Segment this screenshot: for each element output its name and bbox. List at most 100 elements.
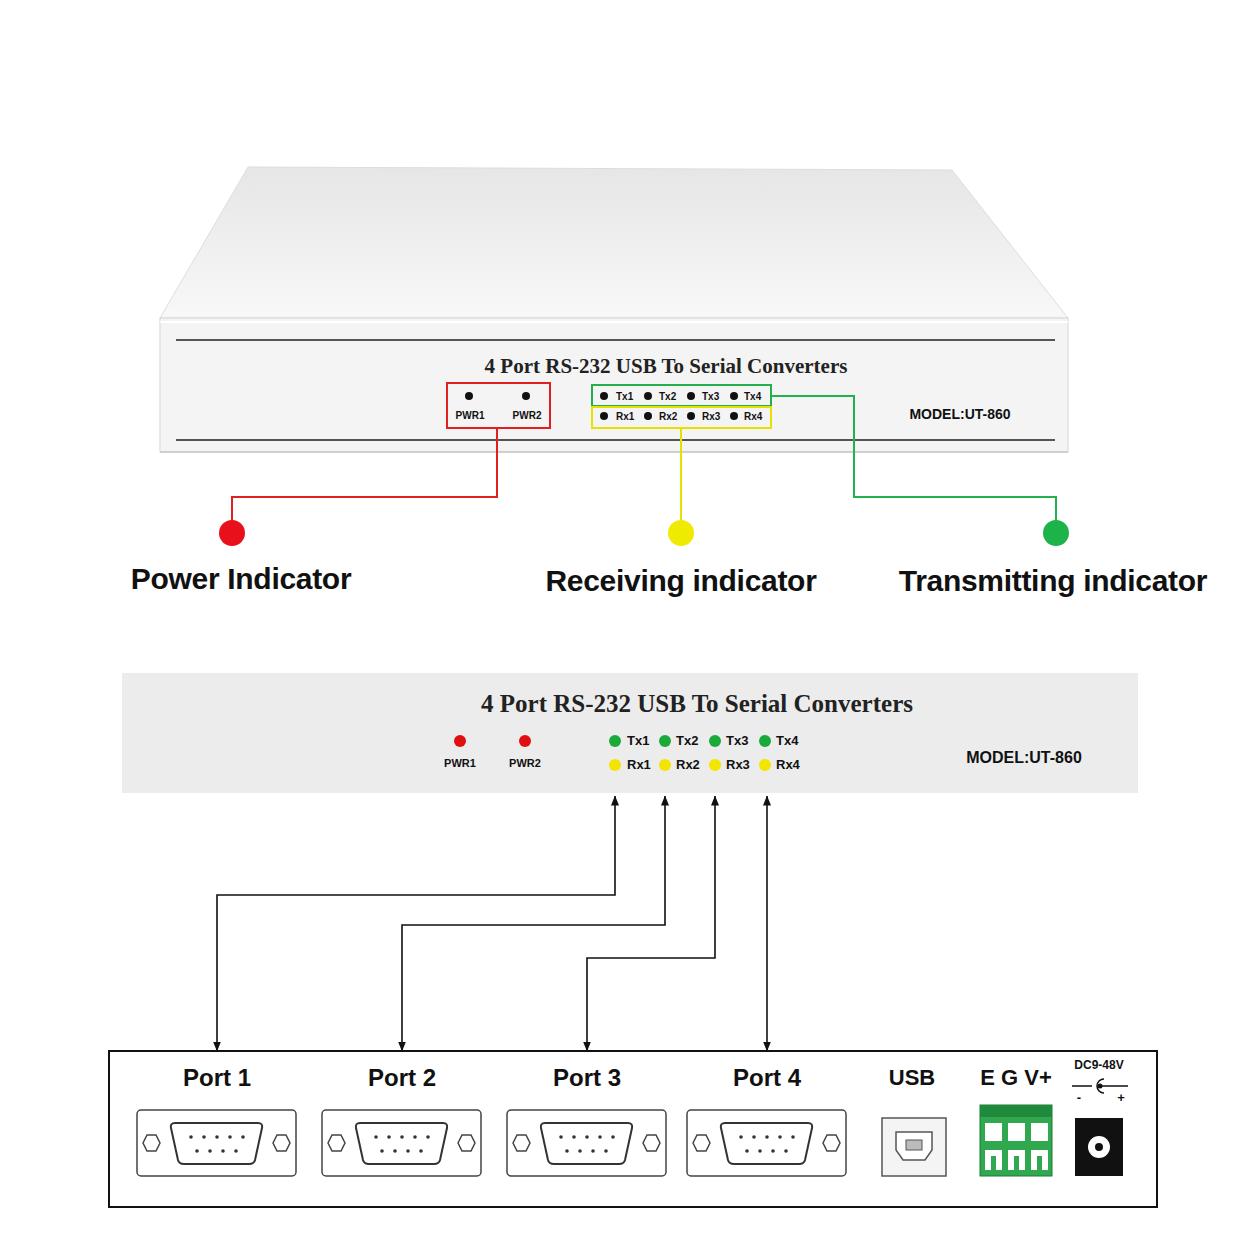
power-highlight-box [447, 383, 550, 428]
led [730, 412, 738, 420]
db9-connector [137, 1110, 296, 1176]
terminal-screw [1008, 1123, 1025, 1141]
led [659, 759, 671, 771]
leader-line [680, 428, 682, 522]
device-front-panel: 4 Port RS-232 USB To Serial ConvertersPW… [160, 322, 1068, 452]
polarity-symbol [1072, 1085, 1092, 1087]
panel-label: Rx3 [702, 411, 720, 422]
panel-label: Rx3 [726, 758, 750, 772]
callout-dot [1043, 520, 1069, 546]
rear-panel: Port 1 Port 2 Port 3 Port 4 USB E G V+ DC9-48V… [108, 1050, 1158, 1208]
led [644, 392, 652, 400]
led [759, 759, 771, 771]
panel-label: Tx1 [616, 391, 633, 402]
serial-port: Port 3 [507, 1052, 667, 1180]
panel-label: Rx1 [616, 411, 634, 422]
panel-label: MODEL:UT-860 [966, 749, 1082, 767]
callout-label: Transmitting indicator [899, 564, 1207, 597]
led [709, 735, 721, 747]
panel-label: Rx2 [659, 411, 677, 422]
callout-dot [668, 520, 694, 546]
panel-label: PWR1 [456, 410, 485, 421]
dc-jack-hole [1088, 1136, 1110, 1158]
polarity-symbol [1100, 1085, 1128, 1087]
led [687, 392, 695, 400]
device-front [160, 318, 1068, 452]
panel-label: Rx2 [676, 758, 700, 772]
connector-arrow [587, 796, 715, 1051]
panel-groove [176, 439, 1055, 441]
panel-label: - [1077, 1091, 1081, 1105]
node-label: USB [889, 1066, 935, 1090]
usb-tongue [906, 1140, 922, 1150]
node-label: 4 Port RS-232 USB To Serial Converters [481, 690, 913, 718]
panel-label: Tx3 [726, 734, 748, 748]
panel-label: Tx2 [659, 391, 676, 402]
db9-connector [687, 1110, 846, 1176]
panel-label: Tx4 [744, 391, 761, 402]
panel-label: Rx4 [744, 411, 762, 422]
serial-port: Port 4 [687, 1052, 847, 1180]
tx-highlight-box [592, 385, 771, 406]
panel-label: Tx3 [702, 391, 719, 402]
db9-connector [507, 1110, 666, 1176]
led [600, 392, 608, 400]
callout-label: Receiving indicator [545, 564, 816, 597]
terminal-top [980, 1105, 1052, 1117]
panel-label: Tx1 [627, 734, 649, 748]
serial-port: Port 2 [322, 1052, 482, 1180]
device-shadow [160, 451, 1068, 453]
usb-socket [896, 1132, 932, 1160]
led [609, 759, 621, 771]
connector-arrow [402, 796, 665, 1051]
led [709, 759, 721, 771]
node-label: Port 1 [183, 1065, 251, 1091]
led [687, 412, 695, 420]
callout-dot [219, 520, 245, 546]
terminal-slot [1008, 1150, 1025, 1170]
panel-label: Tx4 [776, 734, 798, 748]
panel-label: + [1117, 1091, 1125, 1105]
panel-label: PWR2 [509, 757, 541, 769]
led [454, 735, 466, 747]
panel-label: MODEL:UT-860 [909, 407, 1010, 422]
connector-arrow [766, 796, 768, 1051]
dc-jack [1075, 1118, 1123, 1176]
led [730, 392, 738, 400]
panel-label: DC9-48V [1074, 1059, 1123, 1072]
led [465, 392, 473, 400]
leader-line [232, 428, 497, 522]
led [759, 735, 771, 747]
led [522, 392, 530, 400]
terminal-slot-inner [1014, 1156, 1019, 1170]
led [600, 412, 608, 420]
panel-label: PWR2 [513, 410, 542, 421]
node-label: Port 2 [368, 1065, 436, 1091]
terminal-slot-inner [1037, 1156, 1042, 1170]
rx-highlight-box [592, 407, 771, 428]
front-panel: 4 Port RS-232 USB To Serial ConvertersPW… [122, 673, 1138, 793]
front-panel-face [122, 673, 1138, 793]
led [519, 735, 531, 747]
db9-connector [322, 1110, 481, 1176]
led [609, 735, 621, 747]
panel-label: E G V+ [980, 1066, 1052, 1090]
panel-label: PWR1 [444, 757, 476, 769]
dc-jack-pin [1095, 1143, 1103, 1151]
device-top [160, 167, 1068, 318]
node-label: Port 4 [733, 1065, 801, 1091]
panel-label: Rx1 [627, 758, 651, 772]
terminal-screw [1031, 1123, 1048, 1141]
terminal-slot-inner [991, 1156, 996, 1170]
terminal-screw [985, 1123, 1002, 1141]
node-label: Port 3 [553, 1065, 621, 1091]
edge-highlight [160, 321, 1068, 323]
panel-label: Rx4 [776, 758, 800, 772]
terminal-block [980, 1105, 1052, 1176]
callout-label: Power Indicator [131, 562, 352, 595]
panel-label: Tx2 [676, 734, 698, 748]
terminal-slot [1031, 1150, 1048, 1170]
serial-port: Port 1 [137, 1052, 297, 1180]
node-label: 4 Port RS-232 USB To Serial Converters [485, 355, 848, 378]
